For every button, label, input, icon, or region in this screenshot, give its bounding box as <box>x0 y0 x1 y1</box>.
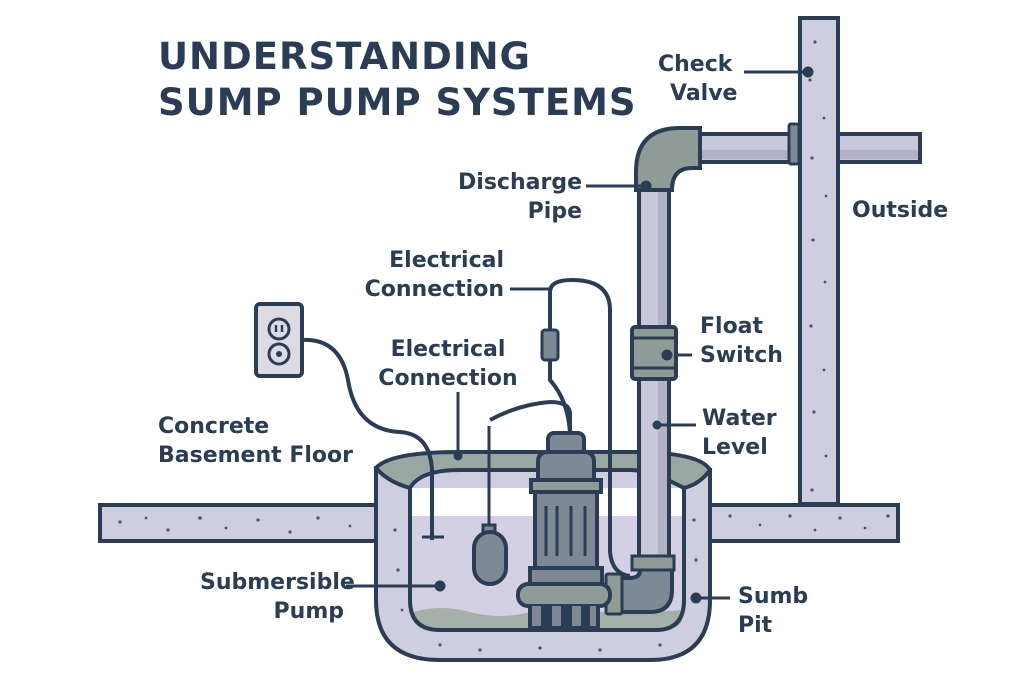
label-outside: Outside <box>852 196 948 225</box>
label-line: Pump <box>273 599 344 624</box>
label-line: Electrical <box>389 248 504 273</box>
label-line: Pit <box>738 613 773 638</box>
label-line: Connection <box>378 366 518 391</box>
label-line: Water <box>702 406 777 431</box>
label-line: Switch <box>700 343 783 368</box>
submersible-pump-icon <box>516 431 612 628</box>
label-line: Basement Floor <box>158 443 353 468</box>
leader-lines <box>346 66 814 604</box>
wall-outlet-icon <box>254 302 304 378</box>
label-line: Sumb <box>738 584 809 609</box>
concrete-floor-left <box>98 503 394 543</box>
label-line: Pipe <box>527 199 582 224</box>
inline-connector <box>540 328 560 362</box>
concrete-floor-right <box>706 503 900 543</box>
label-line: Valve <box>670 81 738 106</box>
label-line: Connection <box>364 277 504 302</box>
float-ball-icon <box>472 426 508 586</box>
float-switch-collar <box>630 325 678 381</box>
label-line: Level <box>702 435 768 460</box>
label-line: Concrete <box>158 414 270 439</box>
label-line: Submersible <box>200 570 355 595</box>
pipe-elbow-top <box>634 126 702 192</box>
label-line: Float <box>700 314 764 339</box>
label-line: Discharge <box>458 170 582 195</box>
exterior-wall <box>798 16 840 506</box>
label-line: Check <box>658 52 733 77</box>
title-line-1: UNDERSTANDING <box>158 35 531 78</box>
check-valve <box>787 122 801 166</box>
title-line-2: SUMP PUMP SYSTEMS <box>158 81 637 124</box>
label-line: Electrical <box>390 337 506 362</box>
electrical-cables <box>301 277 631 578</box>
pipe-elbow-bottom <box>604 554 676 616</box>
label-line: Outside <box>852 198 949 223</box>
